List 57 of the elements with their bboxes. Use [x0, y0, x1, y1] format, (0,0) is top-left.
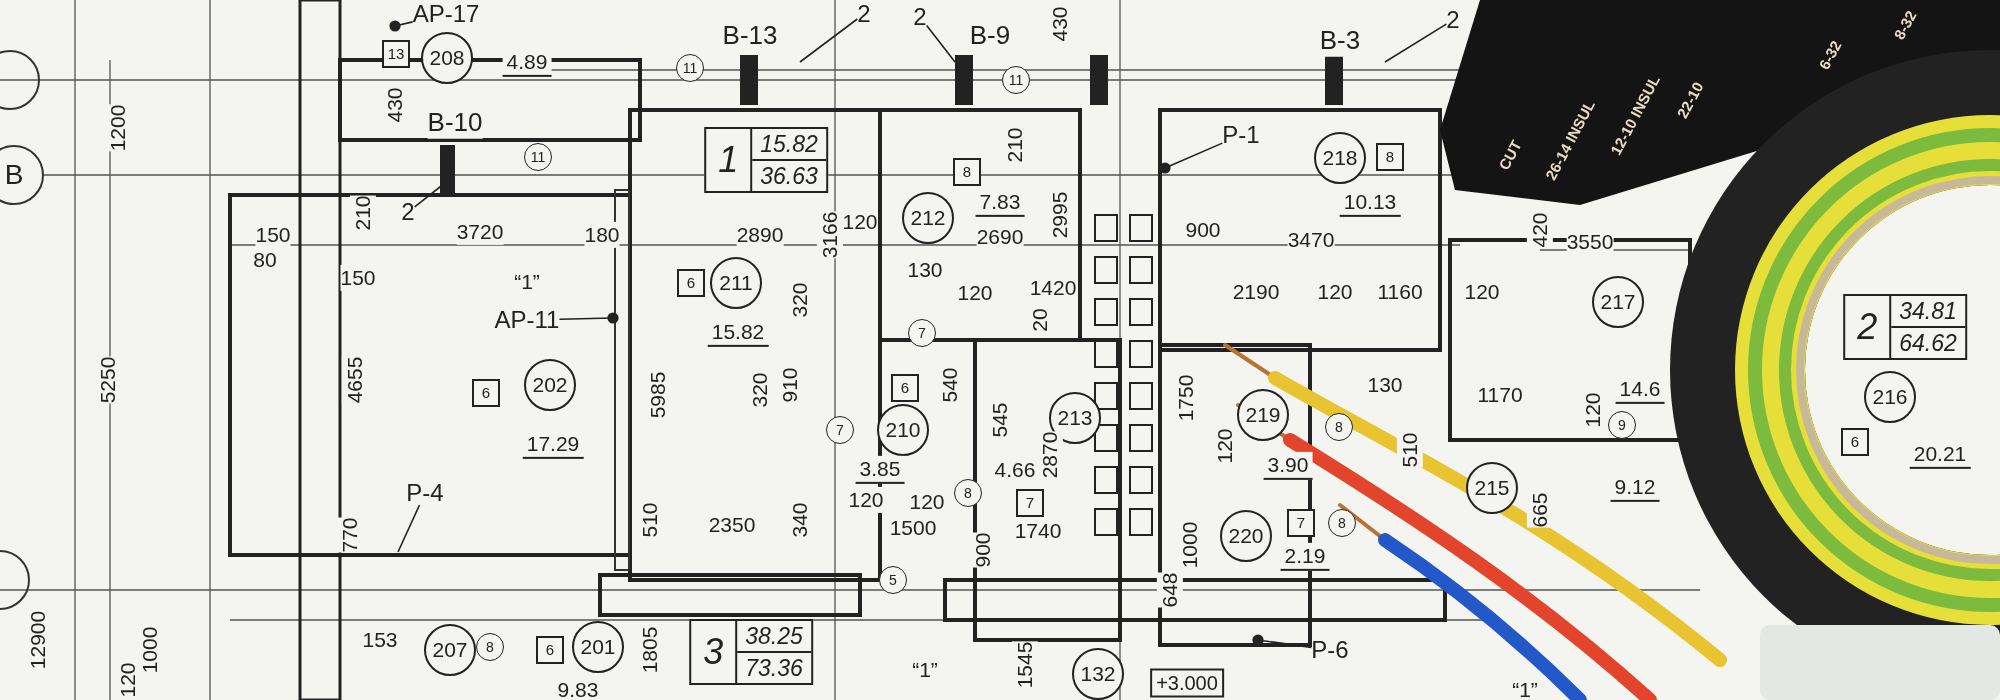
- dimension-text: 210: [349, 195, 377, 231]
- leader-line: [925, 24, 956, 63]
- element-tag: 2: [913, 5, 927, 29]
- room-type-square: 6: [536, 636, 564, 664]
- leader-line: [1252, 634, 1313, 649]
- dimension-text: 120: [848, 486, 884, 514]
- room-type-square: 7: [1287, 509, 1315, 537]
- dimension-text: 1545: [1011, 641, 1039, 689]
- dimension-text: 150: [340, 264, 376, 292]
- dimension-text: 420: [1526, 212, 1554, 248]
- room-type-square: 6: [891, 374, 919, 402]
- element-tag: P-6: [1311, 638, 1349, 662]
- element-tag: P-4: [406, 481, 444, 505]
- tool-marking: 8-32: [1891, 8, 1919, 42]
- area-value: 2.19: [1280, 542, 1330, 572]
- leader-line: [558, 312, 619, 324]
- tool-marking: 22-10: [1674, 79, 1706, 121]
- leader-line: [1384, 23, 1448, 63]
- element-tag: 2: [857, 2, 871, 26]
- area-table: [704, 127, 828, 193]
- leader-line: [397, 504, 421, 553]
- leader-line: [799, 18, 859, 63]
- tool-marking: 6-32: [1816, 38, 1844, 72]
- apartment-number: 2: [1856, 305, 1879, 349]
- area-value: 3.90: [1263, 451, 1313, 481]
- elevation-mark: +3.000: [1150, 668, 1224, 698]
- room-type-square: 6: [677, 269, 705, 297]
- room-type-square: 6: [1841, 428, 1869, 456]
- element-tag: AP-11: [494, 308, 560, 332]
- area-value: 64.62: [1891, 326, 1965, 358]
- leader-line: [1159, 142, 1224, 174]
- room-type-square: 7: [1016, 489, 1044, 517]
- dimension-text: 510: [1396, 432, 1424, 468]
- tool-marking: CUT: [1496, 137, 1524, 173]
- apartment-number: 3: [702, 630, 725, 674]
- dimension-text: 3166: [816, 211, 844, 259]
- area-value: 34.81: [1898, 297, 1958, 326]
- area-value: 73.36: [737, 651, 811, 683]
- room-type-square: 6: [472, 379, 500, 407]
- dimension-text: 648: [1156, 572, 1184, 608]
- element-tag: 2: [401, 200, 415, 224]
- area-table: [689, 619, 813, 685]
- room-type-square: 8: [1376, 143, 1404, 171]
- room-type-square: 13: [382, 40, 410, 68]
- grid-axis-bubble: B: [0, 145, 44, 205]
- dimension-text: 180: [584, 221, 620, 249]
- leader-line: [389, 20, 414, 32]
- area-value: 36.63: [752, 159, 826, 191]
- apartment-number: 1: [717, 138, 740, 182]
- element-tag: AP-17: [412, 2, 480, 26]
- area-value: 15.82: [759, 130, 819, 159]
- room-type-square: 8: [953, 158, 981, 186]
- area-value: 3.85: [855, 455, 905, 485]
- element-tag: P-1: [1222, 123, 1260, 147]
- element-tag: 2: [1446, 8, 1460, 32]
- area-table: [1843, 294, 1967, 360]
- area-value: 38.25: [744, 622, 804, 651]
